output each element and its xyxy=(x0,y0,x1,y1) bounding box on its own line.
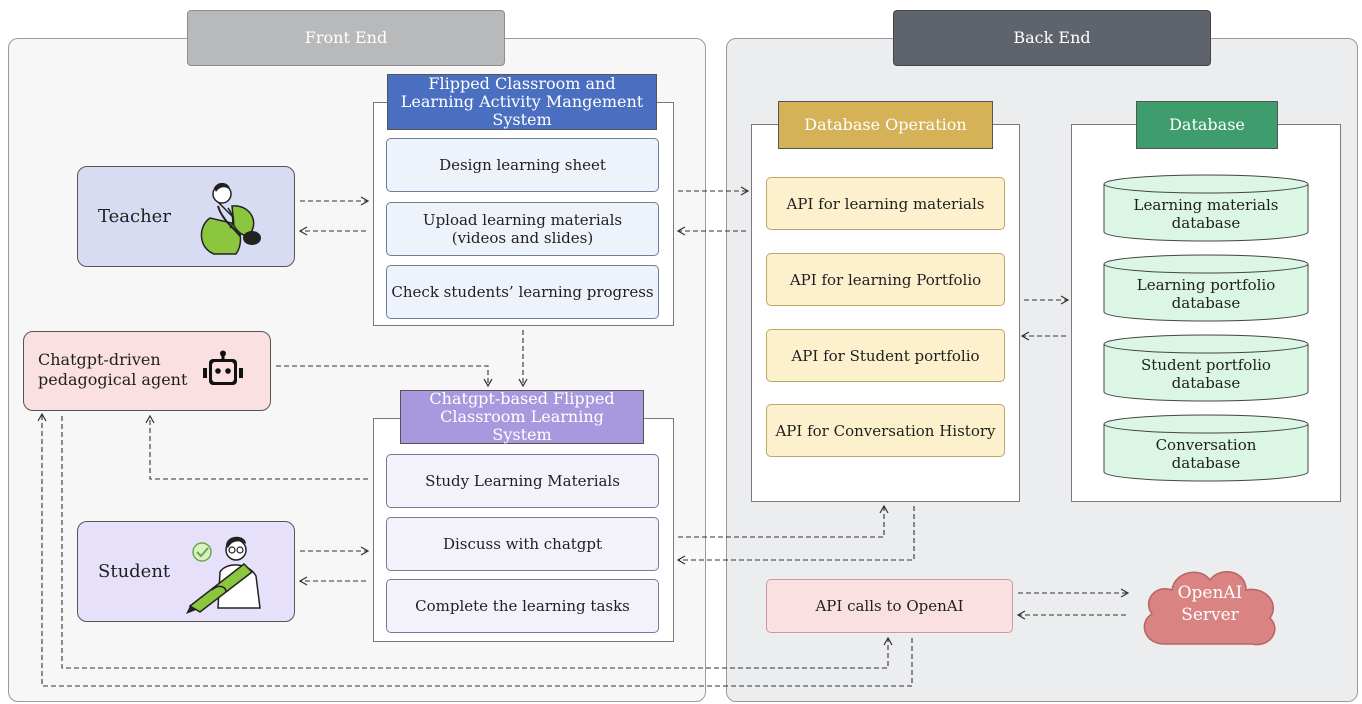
study-materials-item: Study Learning Materials xyxy=(386,454,659,508)
teacher-box: Teacher xyxy=(77,166,295,267)
api-conversation-history: API for Conversation History xyxy=(766,404,1005,457)
learning-materials-database: Learning materials database xyxy=(1103,174,1309,242)
arrow-openai-to-agent xyxy=(37,412,913,687)
database-operation-title: Database Operation xyxy=(778,101,993,149)
api-learning-materials: API for learning materials xyxy=(766,177,1005,230)
arrow-learning-to-dbop xyxy=(678,504,889,538)
student-portfolio-database: Student portfolio database xyxy=(1103,334,1309,402)
agent-label: Chatgpt-driven pedagogical agent xyxy=(38,350,188,389)
upload-learning-materials-item: Upload learning materials (videos and sl… xyxy=(386,202,659,256)
management-system-title: Flipped Classroom and Learning Activity … xyxy=(387,74,657,130)
cloud-icon xyxy=(1143,570,1276,646)
back-end-header: Back End xyxy=(893,10,1211,66)
teacher-label: Teacher xyxy=(98,206,171,227)
design-learning-sheet-item: Design learning sheet xyxy=(386,138,659,192)
arrow-dbop-to-learning xyxy=(676,506,915,565)
robot-icon xyxy=(203,350,243,385)
student-illustration-icon xyxy=(186,536,261,614)
complete-tasks-item: Complete the learning tasks xyxy=(386,579,659,633)
arrow-agent-to-openai xyxy=(61,416,893,669)
api-calls-openai: API calls to OpenAI xyxy=(766,579,1013,633)
check-progress-item: Check students’ learning progress xyxy=(386,265,659,319)
agent-box: Chatgpt-driven pedagogical agent xyxy=(23,331,271,411)
conversation-database: Conversation database xyxy=(1103,414,1309,482)
api-student-portfolio: API for Student portfolio xyxy=(766,329,1005,382)
database-title: Database xyxy=(1136,101,1278,149)
api-learning-portfolio: API for learning Portfolio xyxy=(766,253,1005,306)
front-end-header: Front End xyxy=(187,10,505,66)
openai-server-label: OpenAI Server xyxy=(1177,583,1243,625)
arrow-agent-to-learning xyxy=(276,365,493,388)
teacher-illustration-icon xyxy=(200,182,261,255)
discuss-chatgpt-item: Discuss with chatgpt xyxy=(386,517,659,571)
arrow-learning-to-agent xyxy=(145,414,368,480)
learning-system-title: Chatgpt-based Flipped Classroom Learning… xyxy=(400,390,644,444)
student-label: Student xyxy=(98,561,171,582)
learning-portfolio-database: Learning portfolio database xyxy=(1103,254,1309,322)
